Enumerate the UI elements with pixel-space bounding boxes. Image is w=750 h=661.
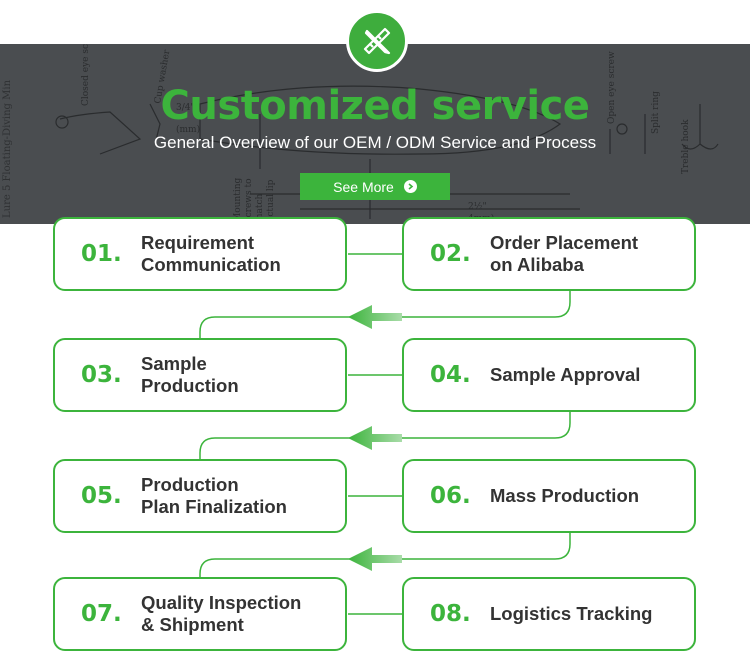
step-number: 03. — [81, 362, 122, 388]
page-title: Customized service — [160, 83, 590, 129]
step-number: 04. — [430, 362, 471, 388]
sketch-label-mounting-4: actual lip — [266, 179, 276, 222]
see-more-label: See More — [333, 178, 394, 195]
sketch-label-open-eye-screw: Open eye screw — [607, 51, 617, 124]
step-number: 06. — [430, 483, 471, 509]
step-number: 08. — [430, 601, 471, 627]
step-card-08: 08. Logistics Tracking — [402, 577, 696, 651]
step-card-06: 06. Mass Production — [402, 459, 696, 533]
step-label: Sample Approval — [490, 364, 641, 385]
step-number: 02. — [430, 241, 471, 267]
page-subtitle: General Overview of our OEM / ODM Servic… — [153, 133, 597, 152]
chevron-right-icon — [403, 180, 417, 193]
step-card-03: 03. Sample Production — [53, 338, 347, 412]
step-label: Production Plan Finalization — [141, 474, 287, 517]
sketch-label-dim-a: 3/4" — [176, 103, 195, 113]
flow-arrow-1 — [348, 305, 402, 329]
sketch-label-treble-hook: Treble hook — [681, 119, 691, 174]
sketch-label-dim-b: 2½" — [468, 201, 487, 212]
sketch-label-mounting-2: screws to — [244, 178, 254, 222]
step-label: Order Placement on Alibaba — [490, 232, 639, 275]
step-card-01: 01. Requirement Communication — [53, 217, 347, 291]
step-card-07: 07. Quality Inspection & Shipment — [53, 577, 347, 651]
sketch-label-closed-eye-screw: Closed eye screw — [81, 44, 91, 106]
step-number: 05. — [81, 483, 122, 509]
step-card-04: 04. Sample Approval — [402, 338, 696, 412]
step-label: Requirement Communication — [141, 232, 281, 275]
see-more-button[interactable]: See More — [300, 173, 450, 200]
step-label: Sample Production — [141, 353, 239, 396]
step-label: Quality Inspection & Shipment — [141, 592, 302, 635]
flow-arrow-2 — [348, 426, 402, 450]
sketch-label-dim-a-mm: (mm) — [176, 124, 200, 135]
step-card-05: 05. Production Plan Finalization — [53, 459, 347, 533]
sketch-label-split-ring: Split ring — [651, 91, 661, 134]
flow-arrow-3 — [348, 547, 402, 571]
sketch-label-mounting-3: match — [255, 193, 265, 222]
step-label: Logistics Tracking — [490, 603, 653, 624]
sketch-label-mounting-1: Mounting — [233, 177, 243, 222]
step-number: 07. — [81, 601, 122, 627]
pencil-ruler-icon — [346, 10, 408, 72]
step-label: Mass Production — [490, 485, 640, 506]
step-number: 01. — [81, 241, 122, 267]
step-card-02: 02. Order Placement on Alibaba — [402, 217, 696, 291]
